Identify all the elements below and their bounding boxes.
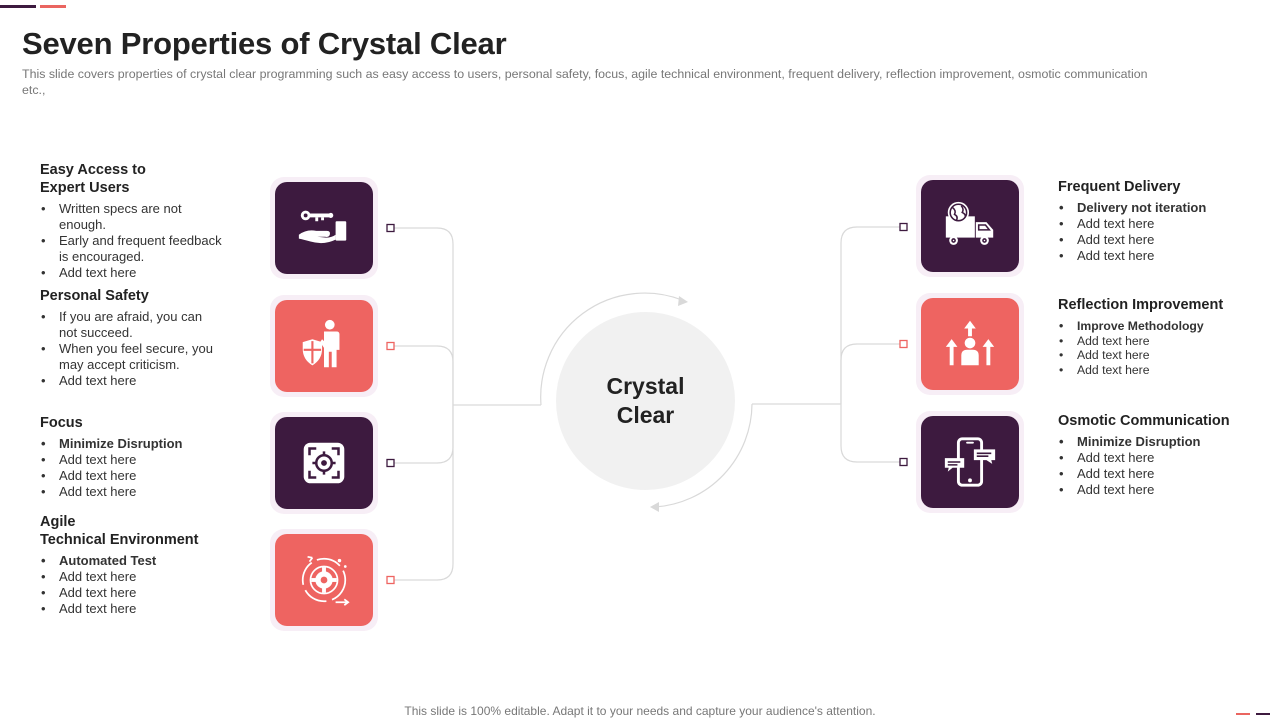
property-reflection-improvement: Reflection Improvement Improve Methodolo… [1058, 296, 1258, 377]
accent-bar-coral [40, 5, 66, 8]
bullet-item: Add text here [1058, 450, 1258, 466]
connector-node-left-4 [386, 575, 395, 585]
connector-node-right-2 [899, 339, 908, 349]
property-bullets: Written specs are not enough. Early and … [40, 201, 225, 281]
property-osmotic-communication: Osmotic Communication Minimize Disruptio… [1058, 412, 1258, 498]
property-bullets: Automated Test Add text here Add text he… [40, 553, 245, 617]
connector-right-3 [840, 404, 903, 463]
property-heading: Reflection Improvement [1058, 297, 1224, 313]
connector-node-right-3 [899, 457, 908, 467]
bullet-item: Early and frequent feedback is encourage… [40, 233, 225, 265]
tile-osmotic-communication [921, 416, 1019, 508]
bullet-item: Add text here [40, 484, 245, 500]
connector-node-left-3 [386, 458, 395, 468]
connector-left-3 [391, 405, 454, 464]
cycle-arc-top [540, 292, 683, 406]
tile-halo [270, 529, 378, 631]
connector-left-4 [391, 405, 454, 581]
connector-node-right-1 [899, 222, 908, 232]
bullet-item: Add text here [1058, 348, 1258, 363]
bullet-item: Automated Test [40, 553, 245, 569]
tile-halo [916, 411, 1024, 513]
phone-chat-icon [944, 437, 996, 487]
connector-right-1 [840, 226, 903, 404]
property-personal-safety: Personal Safety If you are afraid, you c… [40, 287, 245, 389]
bullet-item: When you feel secure, you may accept cri… [40, 341, 218, 373]
corner-mark-coral [1236, 713, 1250, 715]
center-circle: Crystal Clear [556, 312, 735, 490]
connector-left-1 [391, 227, 454, 405]
property-heading: Personal Safety [40, 288, 149, 304]
bullet-item: Add text here [1058, 216, 1258, 232]
bullet-item: Add text here [40, 452, 245, 468]
bullet-item: Add text here [1058, 482, 1258, 498]
property-bullets: Delivery not iteration Add text here Add… [1058, 200, 1258, 264]
connector-left-2 [391, 345, 454, 405]
center-label: Crystal Clear [606, 373, 685, 428]
property-bullets: Minimize Disruption Add text here Add te… [1058, 434, 1258, 498]
gear-cycle-icon [301, 555, 350, 606]
bullet-item: If you are afraid, you can not succeed. [40, 309, 218, 341]
tile-halo [270, 412, 378, 514]
bullet-item: Improve Methodology [1058, 319, 1258, 334]
slide-title: Seven Properties of Crystal Clear [22, 26, 507, 61]
cycle-arrowhead-bottom [650, 502, 659, 512]
property-focus: Focus Minimize Disruption Add text here … [40, 414, 245, 500]
tile-agile-environment [275, 534, 373, 626]
bullet-item: Delivery not iteration [1058, 200, 1258, 216]
person-shield-icon [302, 319, 340, 368]
bullet-item: Add text here [1058, 466, 1258, 482]
property-heading: Agile Technical Environment [40, 514, 199, 548]
bullet-item: Written specs are not enough. [40, 201, 225, 233]
property-bullets: If you are afraid, you can not succeed. … [40, 309, 218, 389]
property-heading: Frequent Delivery [1058, 179, 1181, 195]
property-bullets: Minimize Disruption Add text here Add te… [40, 436, 245, 500]
property-agile-environment: Agile Technical Environment Automated Te… [40, 513, 245, 617]
delivery-truck-icon [945, 201, 994, 245]
bullet-item: Add text here [40, 601, 245, 617]
tile-easy-access [275, 182, 373, 274]
property-bullets: Improve Methodology Add text here Add te… [1058, 319, 1258, 377]
cycle-arc-bottom [654, 403, 753, 508]
corner-mark-dark [1256, 713, 1270, 715]
bullet-item: Minimize Disruption [40, 436, 245, 452]
person-growth-icon [945, 320, 995, 366]
tile-personal-safety [275, 300, 373, 392]
cycle-arrowhead-top [678, 296, 688, 306]
bullet-item: Add text here [1058, 248, 1258, 264]
tile-halo [270, 177, 378, 279]
key-hand-icon [298, 210, 347, 244]
bullet-item: Add text here [40, 569, 245, 585]
connector-right-2 [840, 343, 903, 404]
connector-node-left-1 [386, 223, 395, 233]
property-heading: Focus [40, 415, 83, 431]
property-heading: Osmotic Communication [1058, 413, 1230, 429]
bullet-item: Add text here [40, 265, 225, 281]
tile-frequent-delivery [921, 180, 1019, 272]
tile-halo [916, 175, 1024, 277]
bullet-item: Add text here [40, 373, 218, 389]
tile-halo [270, 295, 378, 397]
property-easy-access: Easy Access to Expert Users Written spec… [40, 161, 245, 281]
bullet-item: Add text here [1058, 334, 1258, 349]
slide-subtitle: This slide covers properties of crystal … [22, 67, 1148, 97]
tile-focus [275, 417, 373, 509]
accent-bar-dark [0, 5, 36, 8]
bullet-item: Add text here [1058, 363, 1258, 378]
property-frequent-delivery: Frequent Delivery Delivery not iteration… [1058, 178, 1258, 264]
connector-node-left-2 [386, 341, 395, 351]
slide-footer: This slide is 100% editable. Adapt it to… [404, 704, 876, 718]
bullet-item: Add text here [40, 585, 245, 601]
bullet-item: Minimize Disruption [1058, 434, 1258, 450]
tile-halo [916, 293, 1024, 395]
property-heading: Easy Access to Expert Users [40, 162, 146, 196]
bullet-item: Add text here [1058, 232, 1258, 248]
tile-reflection-improvement [921, 298, 1019, 390]
bullet-item: Add text here [40, 468, 245, 484]
focus-target-icon [303, 442, 345, 484]
